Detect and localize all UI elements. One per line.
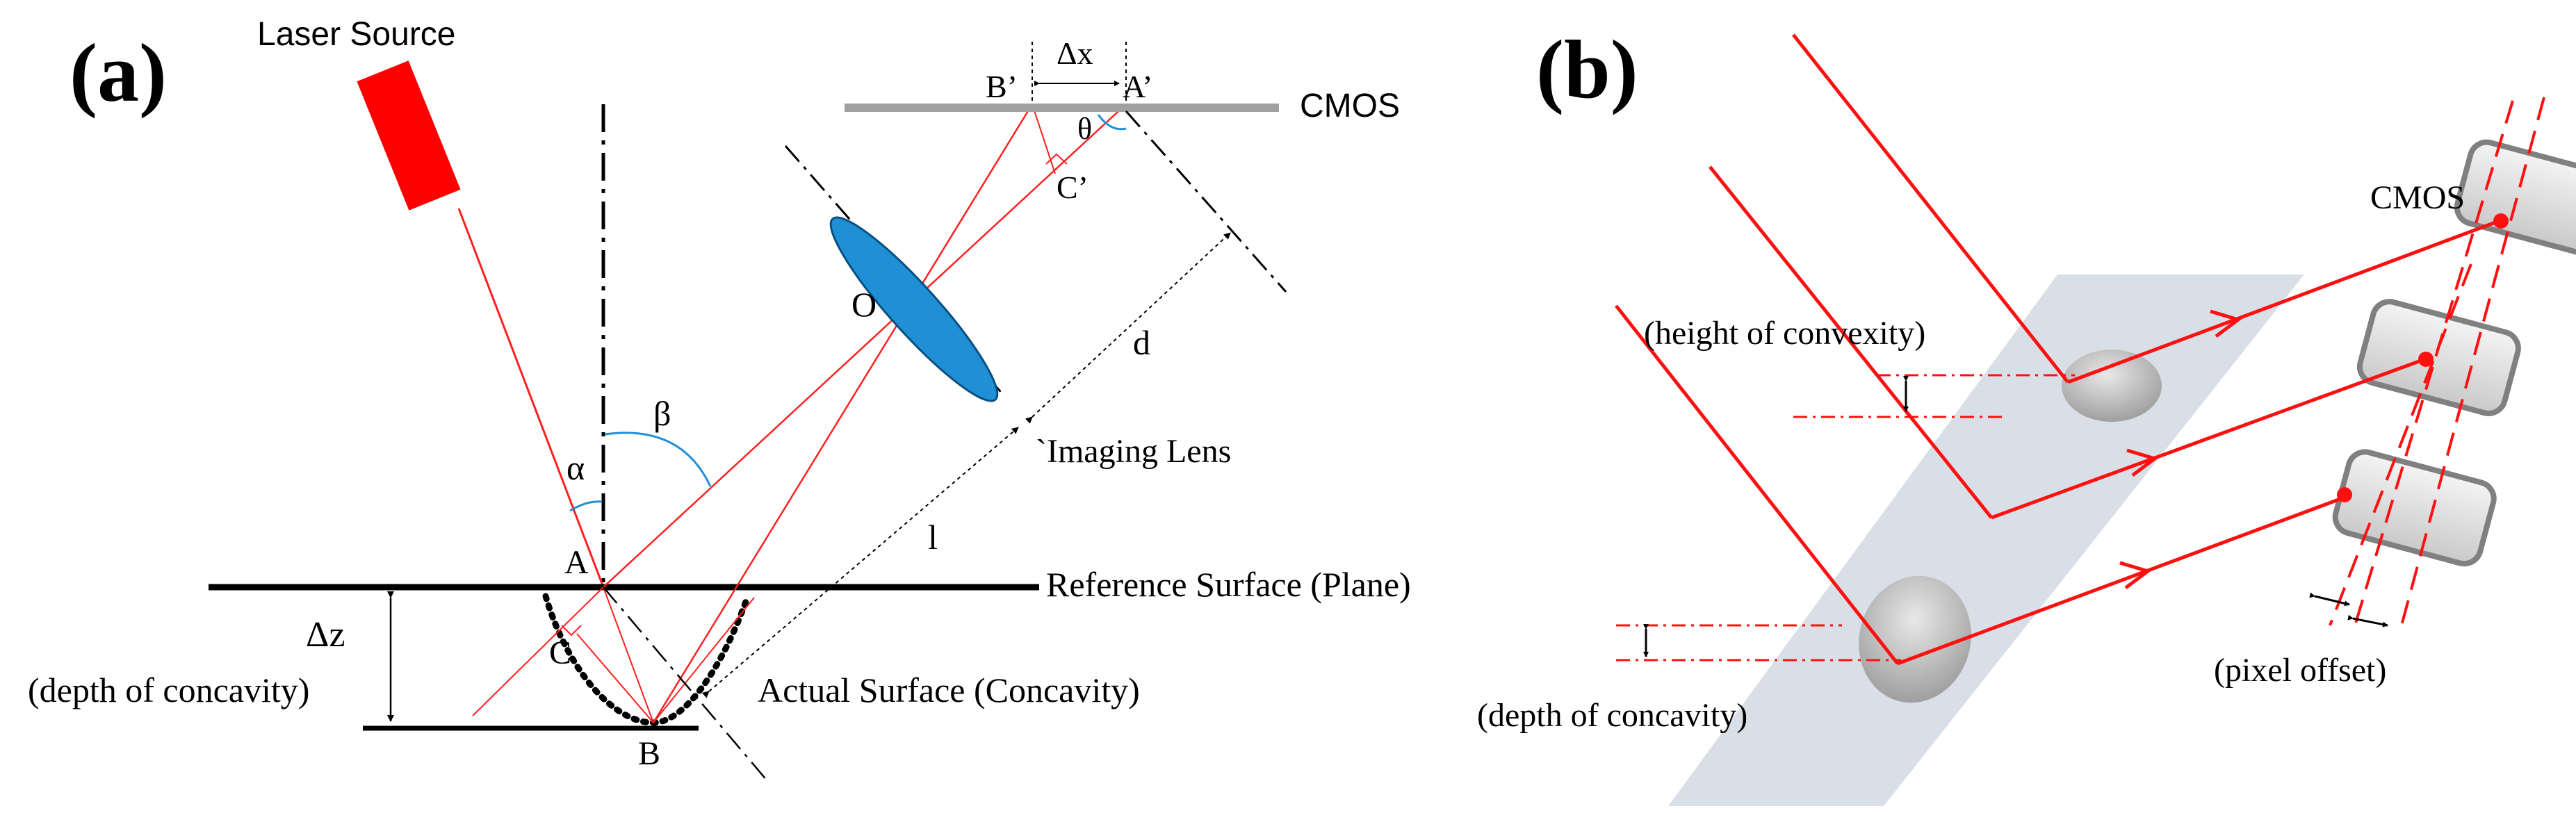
- laser-source-icon: [357, 60, 461, 211]
- reference-surface-label: Reference Surface (Plane): [1046, 565, 1411, 604]
- cmos-hit-dot-bottom: [2337, 487, 2352, 502]
- cmos-hit-dot-middle: [2418, 352, 2434, 367]
- incident-beam-top: [1792, 33, 2069, 384]
- alignment-dashed-line-1: [2400, 97, 2545, 626]
- delta-x-label: Δx: [1057, 35, 1093, 71]
- alignment-dashed-line-3: [2329, 263, 2472, 626]
- ray-c-to-b: [576, 633, 654, 723]
- lens-center-o-label: O: [851, 285, 877, 324]
- ray-b-prime-to-c-prime: [1032, 104, 1056, 174]
- theta-arc: [1097, 114, 1127, 131]
- imaging-lens-label: `Imaging Lens: [1036, 433, 1231, 470]
- laser-source-label: Laser Source: [257, 16, 456, 53]
- incident-beam-middle: [1709, 165, 1993, 519]
- panel-b: (b) CMOS: [1477, 23, 2576, 806]
- cmos-label-b: CMOS: [2370, 179, 2465, 216]
- height-of-convexity-label: (height of convexity): [1644, 315, 1925, 352]
- ray-a-to-b: [603, 586, 654, 723]
- incident-beam-bottom: [1615, 304, 1899, 665]
- optical-axis-lower: [603, 586, 769, 782]
- reflected-beam-top: [2067, 220, 2496, 384]
- alpha-label: α: [566, 448, 585, 487]
- imaging-lens-icon: [829, 216, 999, 402]
- concavity-dent: [1859, 575, 1971, 703]
- distance-l-label: l: [928, 518, 938, 557]
- pixel-offset-arrow-left: [2309, 592, 2350, 607]
- panel-a: (a) Laser Source CMOS Δx B’: [28, 16, 1411, 782]
- point-c-label: C: [549, 634, 571, 671]
- pixel-offset-label: (pixel offset): [2214, 652, 2386, 689]
- actual-surface-label: Actual Surface (Concavity): [758, 671, 1140, 709]
- cmos-block-middle: [2356, 299, 2521, 416]
- distance-d-label: d: [1133, 323, 1150, 362]
- theta-label: θ: [1077, 112, 1092, 146]
- depth-of-concavity-label-a: (depth of concavity): [28, 671, 309, 709]
- alignment-dashed-line-2: [2354, 100, 2514, 626]
- alpha-arc: [569, 500, 603, 512]
- cmos-label-a: CMOS: [1300, 88, 1400, 124]
- cmos-block-bottom: [2332, 449, 2497, 567]
- right-angle-mark-c-prime: [1045, 153, 1068, 165]
- reflected-beam-bottom: [1897, 495, 2347, 666]
- delta-z-label: Δz: [306, 615, 345, 655]
- point-b-label: B: [638, 735, 660, 772]
- incident-laser-beam: [457, 208, 605, 588]
- distance-d-arrow: [1025, 232, 1231, 424]
- reflected-beam-middle: [1991, 359, 2420, 520]
- ray-b-to-b-prime: [652, 104, 1034, 723]
- cmos-hit-dot-top: [2493, 213, 2509, 229]
- right-angle-mark-c: [561, 625, 582, 637]
- c-prime-label: C’: [1057, 170, 1089, 205]
- depth-of-concavity-label-b: (depth of concavity): [1477, 697, 1747, 734]
- ray-extension-c: [472, 586, 604, 716]
- distance-l-arrow: [701, 427, 1019, 698]
- beam-arrow-top: [2210, 309, 2242, 338]
- beta-arc: [604, 432, 712, 487]
- a-prime-label: A’: [1123, 69, 1152, 104]
- b-prime-label: B’: [986, 69, 1018, 104]
- panel-b-tag: (b): [1536, 23, 1638, 115]
- cmos-normal-line: [1125, 110, 1287, 293]
- panel-a-tag: (a): [70, 26, 167, 119]
- convexity-bump: [2062, 350, 2162, 422]
- point-a-label: A: [564, 544, 589, 581]
- ray-to-b-low: [653, 597, 755, 723]
- pixel-offset-arrow-right: [2347, 614, 2388, 627]
- sample-surface-plane: [1668, 274, 2304, 806]
- ray-a-to-a-prime: [603, 104, 1127, 588]
- beam-arrow-bottom: [2119, 561, 2152, 589]
- beta-label: β: [653, 394, 671, 433]
- beam-arrow-middle: [2126, 448, 2159, 477]
